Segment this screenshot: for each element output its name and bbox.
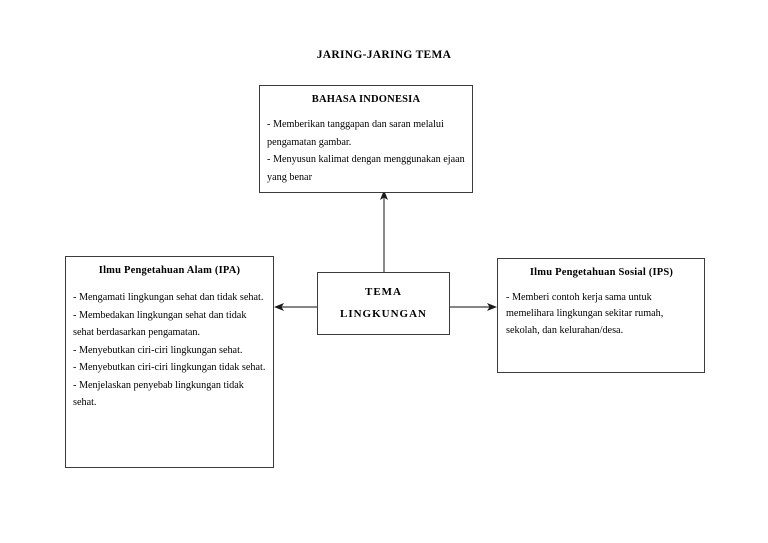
node-tema-center: TEMA LINGKUNGAN xyxy=(317,272,450,335)
node-tema-line-2: LINGKUNGAN xyxy=(339,307,427,320)
node-ips-title: Ilmu Pengetahuan Sosial (IPS) xyxy=(529,267,674,278)
connector-center-to-bahasa xyxy=(380,190,388,272)
node-bahasa-indonesia: BAHASA INDONESIA - Memberikan tanggapan … xyxy=(259,85,473,193)
node-ips: Ilmu Pengetahuan Sosial (IPS) - Memberi … xyxy=(497,258,705,373)
connector-center-to-ipa xyxy=(274,303,317,311)
node-tema-line-1: TEMA xyxy=(365,286,402,299)
list-item: - Menyebutkan ciri-ciri lingkungan tidak… xyxy=(73,362,266,374)
list-item: - Membedakan lingkungan sehat dan tidak … xyxy=(73,309,247,339)
node-ipa-title: Ilmu Pengetahuan Alam (IPA) xyxy=(98,265,241,276)
list-item: - Menyusun kalimat dengan menggunakan ej… xyxy=(267,154,465,183)
node-ips-list: - Memberi contoh kerja sama untuk memeli… xyxy=(506,290,697,339)
list-item: - Mengamati lingkungan sehat dan tidak s… xyxy=(73,292,264,303)
connector-center-to-ips xyxy=(450,303,497,311)
list-item: - Memberi contoh kerja sama untuk memeli… xyxy=(506,292,664,336)
page-title: JARING-JARING TEMA xyxy=(316,49,452,61)
node-ipa: Ilmu Pengetahuan Alam (IPA) - Mengamati … xyxy=(65,256,274,468)
list-item: - Menyebutkan ciri-ciri lingkungan sehat… xyxy=(73,344,243,356)
list-item: - Memberikan tanggapan dan saran melalui… xyxy=(267,119,444,148)
node-ipa-list: - Mengamati lingkungan sehat dan tidak s… xyxy=(73,289,266,412)
node-bahasa-indonesia-list: - Memberikan tanggapan dan saran melalui… xyxy=(267,116,465,186)
node-bahasa-indonesia-title: BAHASA INDONESIA xyxy=(311,94,421,105)
list-item: - Menjelaskan penyebab lingkungan tidak … xyxy=(73,379,244,409)
